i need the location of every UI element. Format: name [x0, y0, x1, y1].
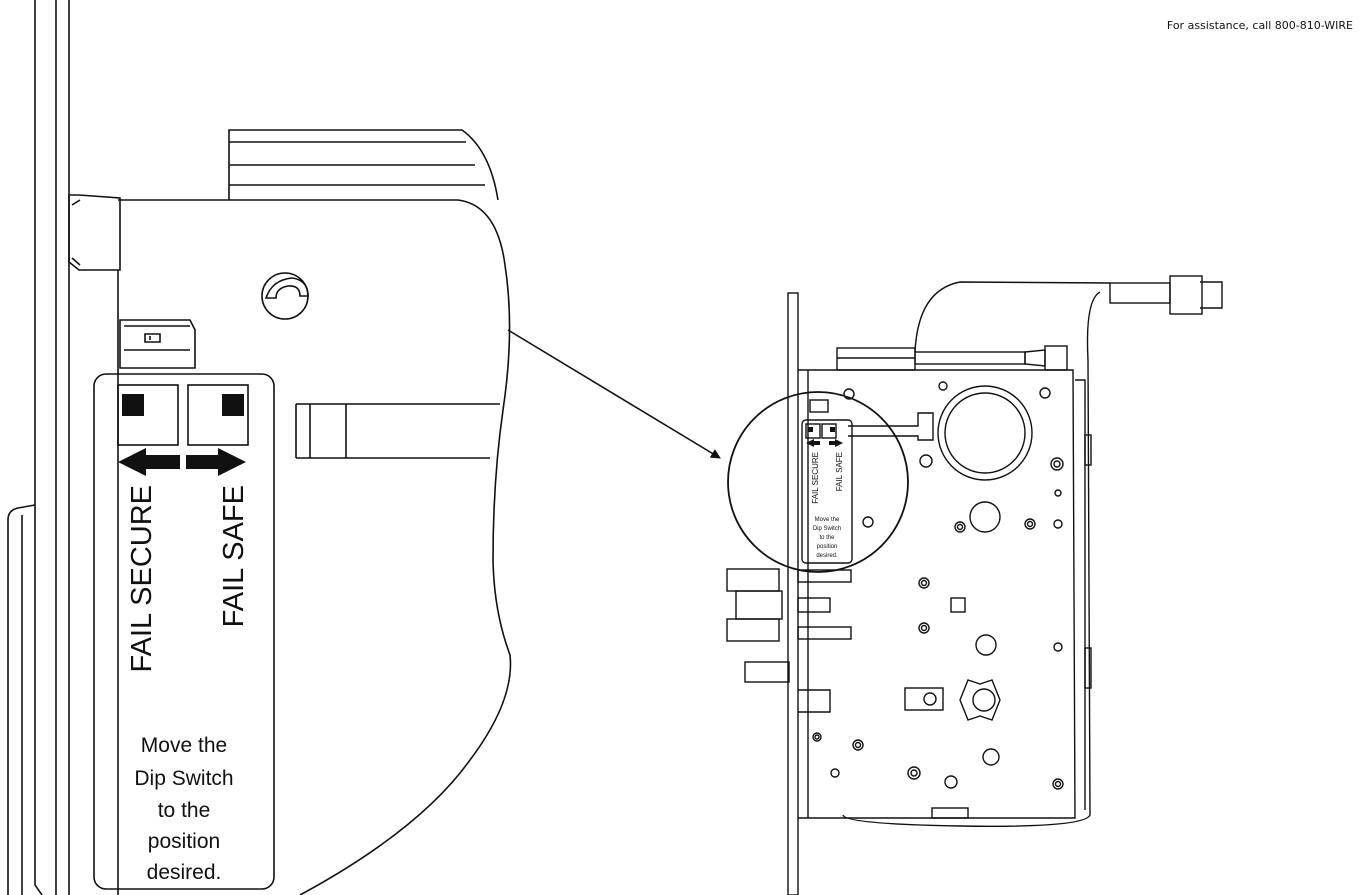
instruction-line: to the — [158, 799, 211, 822]
small-instruction-line: Move the — [815, 517, 840, 523]
small-instruction-line: Dip Switch — [813, 526, 841, 532]
assistance-phone-text: For assistance, call 800-810-WIRE — [1166, 19, 1353, 32]
fail-safe-small-label: FAIL SAFE — [835, 452, 844, 491]
fail-secure-small-label: FAIL SECURE — [811, 452, 820, 504]
instruction-line: position — [148, 830, 220, 853]
callout-arrow — [507, 329, 721, 459]
instruction-line: Move the — [141, 734, 227, 757]
fail-secure-label: FAIL SECURE — [126, 485, 158, 672]
instruction-line: desired. — [147, 861, 222, 884]
dip-switch-indicators — [118, 394, 246, 476]
arrow-right-icon — [186, 448, 246, 476]
small-instruction-line: to the — [819, 535, 835, 541]
instruction-text: Move the Dip Switch to the position desi… — [134, 734, 233, 884]
fail-safe-label: FAIL SAFE — [218, 485, 250, 627]
small-instruction-line: desired. — [816, 553, 838, 559]
small-label-markings: FAIL SECURE FAIL SAFE Move the Dip Switc… — [806, 427, 844, 559]
arrow-left-icon — [118, 448, 180, 476]
small-instruction-line: position — [817, 544, 838, 550]
zoomed-lock-detail — [7, 0, 512, 895]
instruction-line: Dip Switch — [134, 767, 233, 790]
full-lock-body — [726, 275, 1223, 895]
